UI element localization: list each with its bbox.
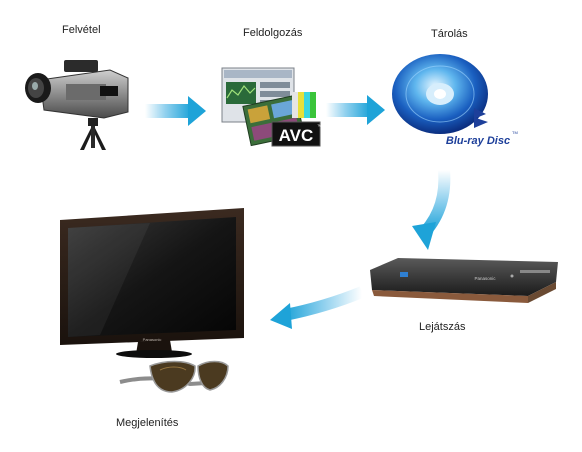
arrow-capture-to-processing (145, 96, 206, 126)
label-display: Megjelenítés (116, 417, 179, 429)
tv-brand-text: Panasonic (143, 337, 162, 342)
label-playback: Lejátszás (419, 321, 466, 333)
camcorder-icon (25, 60, 129, 150)
label-capture: Felvétel (62, 24, 101, 36)
editing-screens-icon (221, 67, 321, 147)
arrow-storage-to-playback (412, 169, 451, 250)
player-brand-text: Panasonic (474, 276, 496, 281)
arrow-processing-to-storage (326, 95, 385, 125)
avc-tm-text: ™ (317, 124, 322, 130)
avc-badge-text: AVC (279, 126, 314, 145)
blu-ray-logo-text: Blu-ray Disc (446, 135, 510, 147)
arrow-playback-to-display (270, 286, 365, 329)
tv-icon (60, 208, 244, 358)
label-storage: Tárolás (431, 28, 468, 40)
blu-ray-disc-icon (392, 54, 488, 134)
3d-glasses-icon (119, 360, 229, 393)
blu-ray-tm-text: TM (512, 130, 518, 135)
blu-ray-player-icon (370, 258, 558, 303)
label-processing: Feldolgozás (243, 27, 303, 39)
